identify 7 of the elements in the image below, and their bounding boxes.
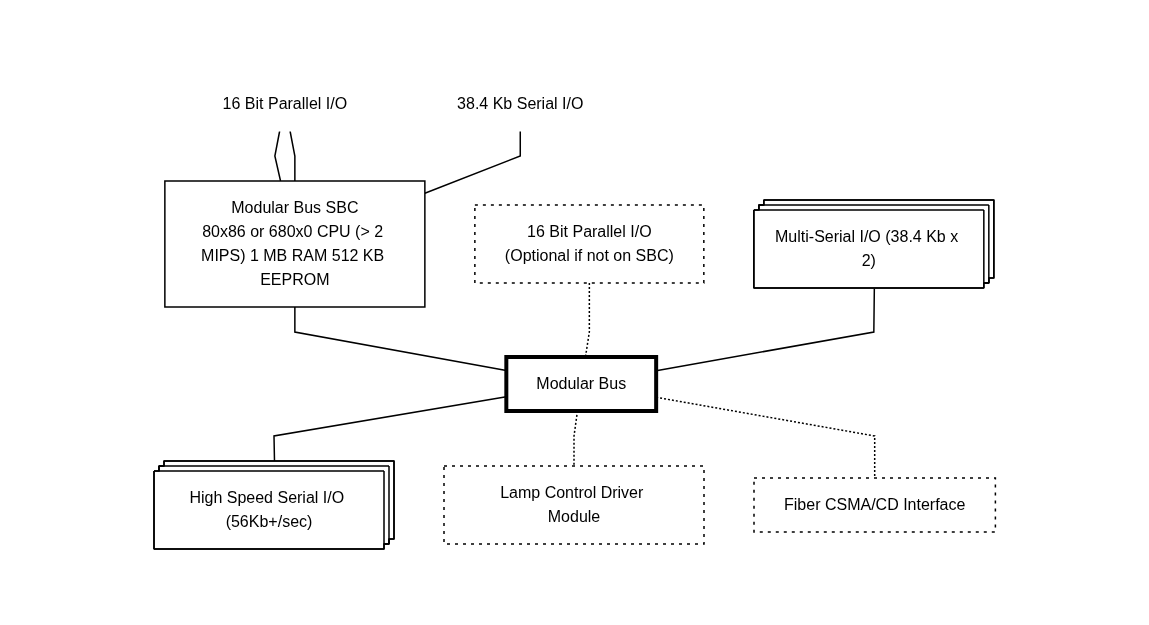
node-text: 38.4 Kb Serial I/O — [456, 94, 584, 112]
node-box: Modular Bus SBC 80x86 or 680x0 CPU (> 2 MIPS) 1 MB RAM 512 KB EEPROM — [163, 179, 426, 308]
node-box: Modular Bus — [504, 354, 658, 413]
node-text: 16 Bit Parallel I/O — [222, 94, 347, 112]
connector — [289, 129, 296, 182]
node-box: Fiber CSMA/CD Interface — [753, 476, 996, 533]
connector — [273, 129, 282, 182]
